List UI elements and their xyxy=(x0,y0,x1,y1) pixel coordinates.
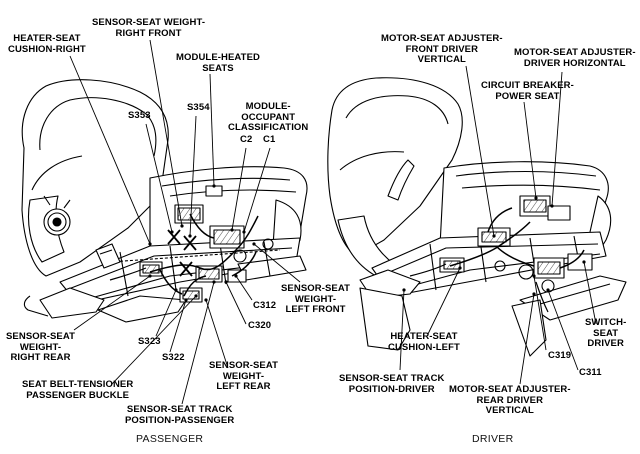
label-sensor-seat-weight-right-front: SENSOR-SEAT WEIGHT- RIGHT FRONT xyxy=(92,17,206,39)
label-heater-seat-cushion-left: HEATER-SEAT CUSHION-LEFT xyxy=(388,331,460,353)
label-module-heated-seats: MODULE-HEATED SEATS xyxy=(176,52,260,74)
label-s323: S323 xyxy=(138,336,161,347)
label-s354: S354 xyxy=(187,102,210,113)
label-motor-seat-adjuster-driver-horizontal: MOTOR-SEAT ADJUSTER- DRIVER HORIZONTAL xyxy=(514,47,636,69)
label-sensor-seat-weight-left-rear: SENSOR-SEAT WEIGHT- LEFT REAR xyxy=(209,360,279,392)
label-motor-seat-adjuster-front-driver-vertical: MOTOR-SEAT ADJUSTER- FRONT DRIVER VERTIC… xyxy=(381,33,503,65)
label-s353: S353 xyxy=(128,110,151,121)
label-sensor-seat-track-position-driver: SENSOR-SEAT TRACK POSITION-DRIVER xyxy=(339,373,445,395)
driver-seat-illustration xyxy=(327,77,627,357)
leader-arrowheads xyxy=(148,184,586,302)
caption-passenger: PASSENGER xyxy=(136,433,204,445)
label-c311: C311 xyxy=(579,367,602,378)
label-sensor-seat-track-position-passenger: SENSOR-SEAT TRACK POSITION-PASSENGER xyxy=(125,404,235,426)
passenger-seat-illustration xyxy=(21,79,308,323)
label-s322: S322 xyxy=(162,352,185,363)
caption-driver: DRIVER xyxy=(472,433,514,445)
label-c312: C312 xyxy=(253,300,277,311)
label-switch-seat-driver: SWITCH- SEAT DRIVER xyxy=(585,317,627,349)
label-motor-seat-adjuster-rear-driver-vertical: MOTOR-SEAT ADJUSTER- REAR DRIVER VERTICA… xyxy=(449,384,571,416)
label-sensor-seat-weight-left-front: SENSOR-SEAT WEIGHT- LEFT FRONT xyxy=(281,283,351,315)
label-c1: C1 xyxy=(263,134,276,145)
label-module-occupant-classification: MODULE- OCCUPANT CLASSIFICATION xyxy=(228,101,309,133)
label-heater-seat-cushion-right: HEATER-SEAT CUSHION-RIGHT xyxy=(8,33,86,55)
label-seat-belt-tensioner-passenger-buckle: SEAT BELT-TENSIONER PASSENGER BUCKLE xyxy=(22,379,134,401)
leader-lines xyxy=(69,39,597,405)
label-circuit-breaker-power-seat: CIRCUIT BREAKER- POWER SEAT xyxy=(481,80,574,102)
label-c320: C320 xyxy=(248,320,272,331)
label-sensor-seat-weight-right-rear: SENSOR-SEAT WEIGHT- RIGHT REAR xyxy=(6,331,76,363)
label-c2: C2 xyxy=(240,134,253,145)
label-c319: C319 xyxy=(548,350,572,361)
